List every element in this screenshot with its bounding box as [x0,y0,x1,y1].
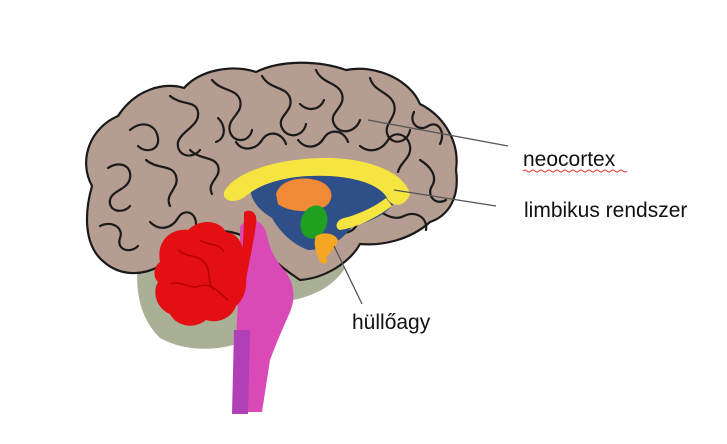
cortex-fold-line [358,133,412,174]
cortex-folds [98,68,448,252]
cerebellum-folds [169,239,229,301]
limbic-arc [223,158,410,205]
label-limbic-system: limbikus rendszer [524,199,688,222]
reptilian-leader-line [333,245,363,305]
cortex-fold-line [418,158,448,203]
cerebellum-fold-line [177,249,215,291]
cortex-fold-line [98,222,140,252]
spellcheck-underline [523,169,628,173]
cerebellum-fold-line [199,239,225,253]
hypothalamus [314,233,338,264]
cortex-fold-line [168,94,202,157]
cortex-fold-line [148,211,198,229]
hippocampus [300,205,328,239]
label-neocortex: neocortex [523,148,628,173]
thalamus [276,178,332,212]
cortex-fold-line [128,123,160,152]
cortex-fold-line [214,116,225,144]
brainstem [236,220,294,412]
lower-stem [232,330,250,414]
cerebellar-tract [240,210,257,280]
cortex-fold-line [296,130,350,148]
neocortex-leader-line [367,119,509,147]
limbic-tail [336,198,392,230]
cortex-fold-line [298,98,326,110]
label-reptilian-brain: hüllőagy [352,311,431,334]
cortex-fold-line [260,74,308,137]
cortex-fold-line [234,132,288,150]
cortex-fold-line [368,76,412,143]
cortex-fold-line [188,148,220,196]
limbic-leader-line [393,189,497,207]
cortex-fold-line [314,68,362,133]
cortex-fold-line [106,163,132,212]
cortex-fold-line [144,158,178,208]
cerebellum-fold-line [169,282,229,301]
label-neocortex-text: neocortex [523,148,616,171]
cortex-fold-line [210,78,254,142]
leader-lines [333,119,509,305]
cerebellum [154,221,247,326]
